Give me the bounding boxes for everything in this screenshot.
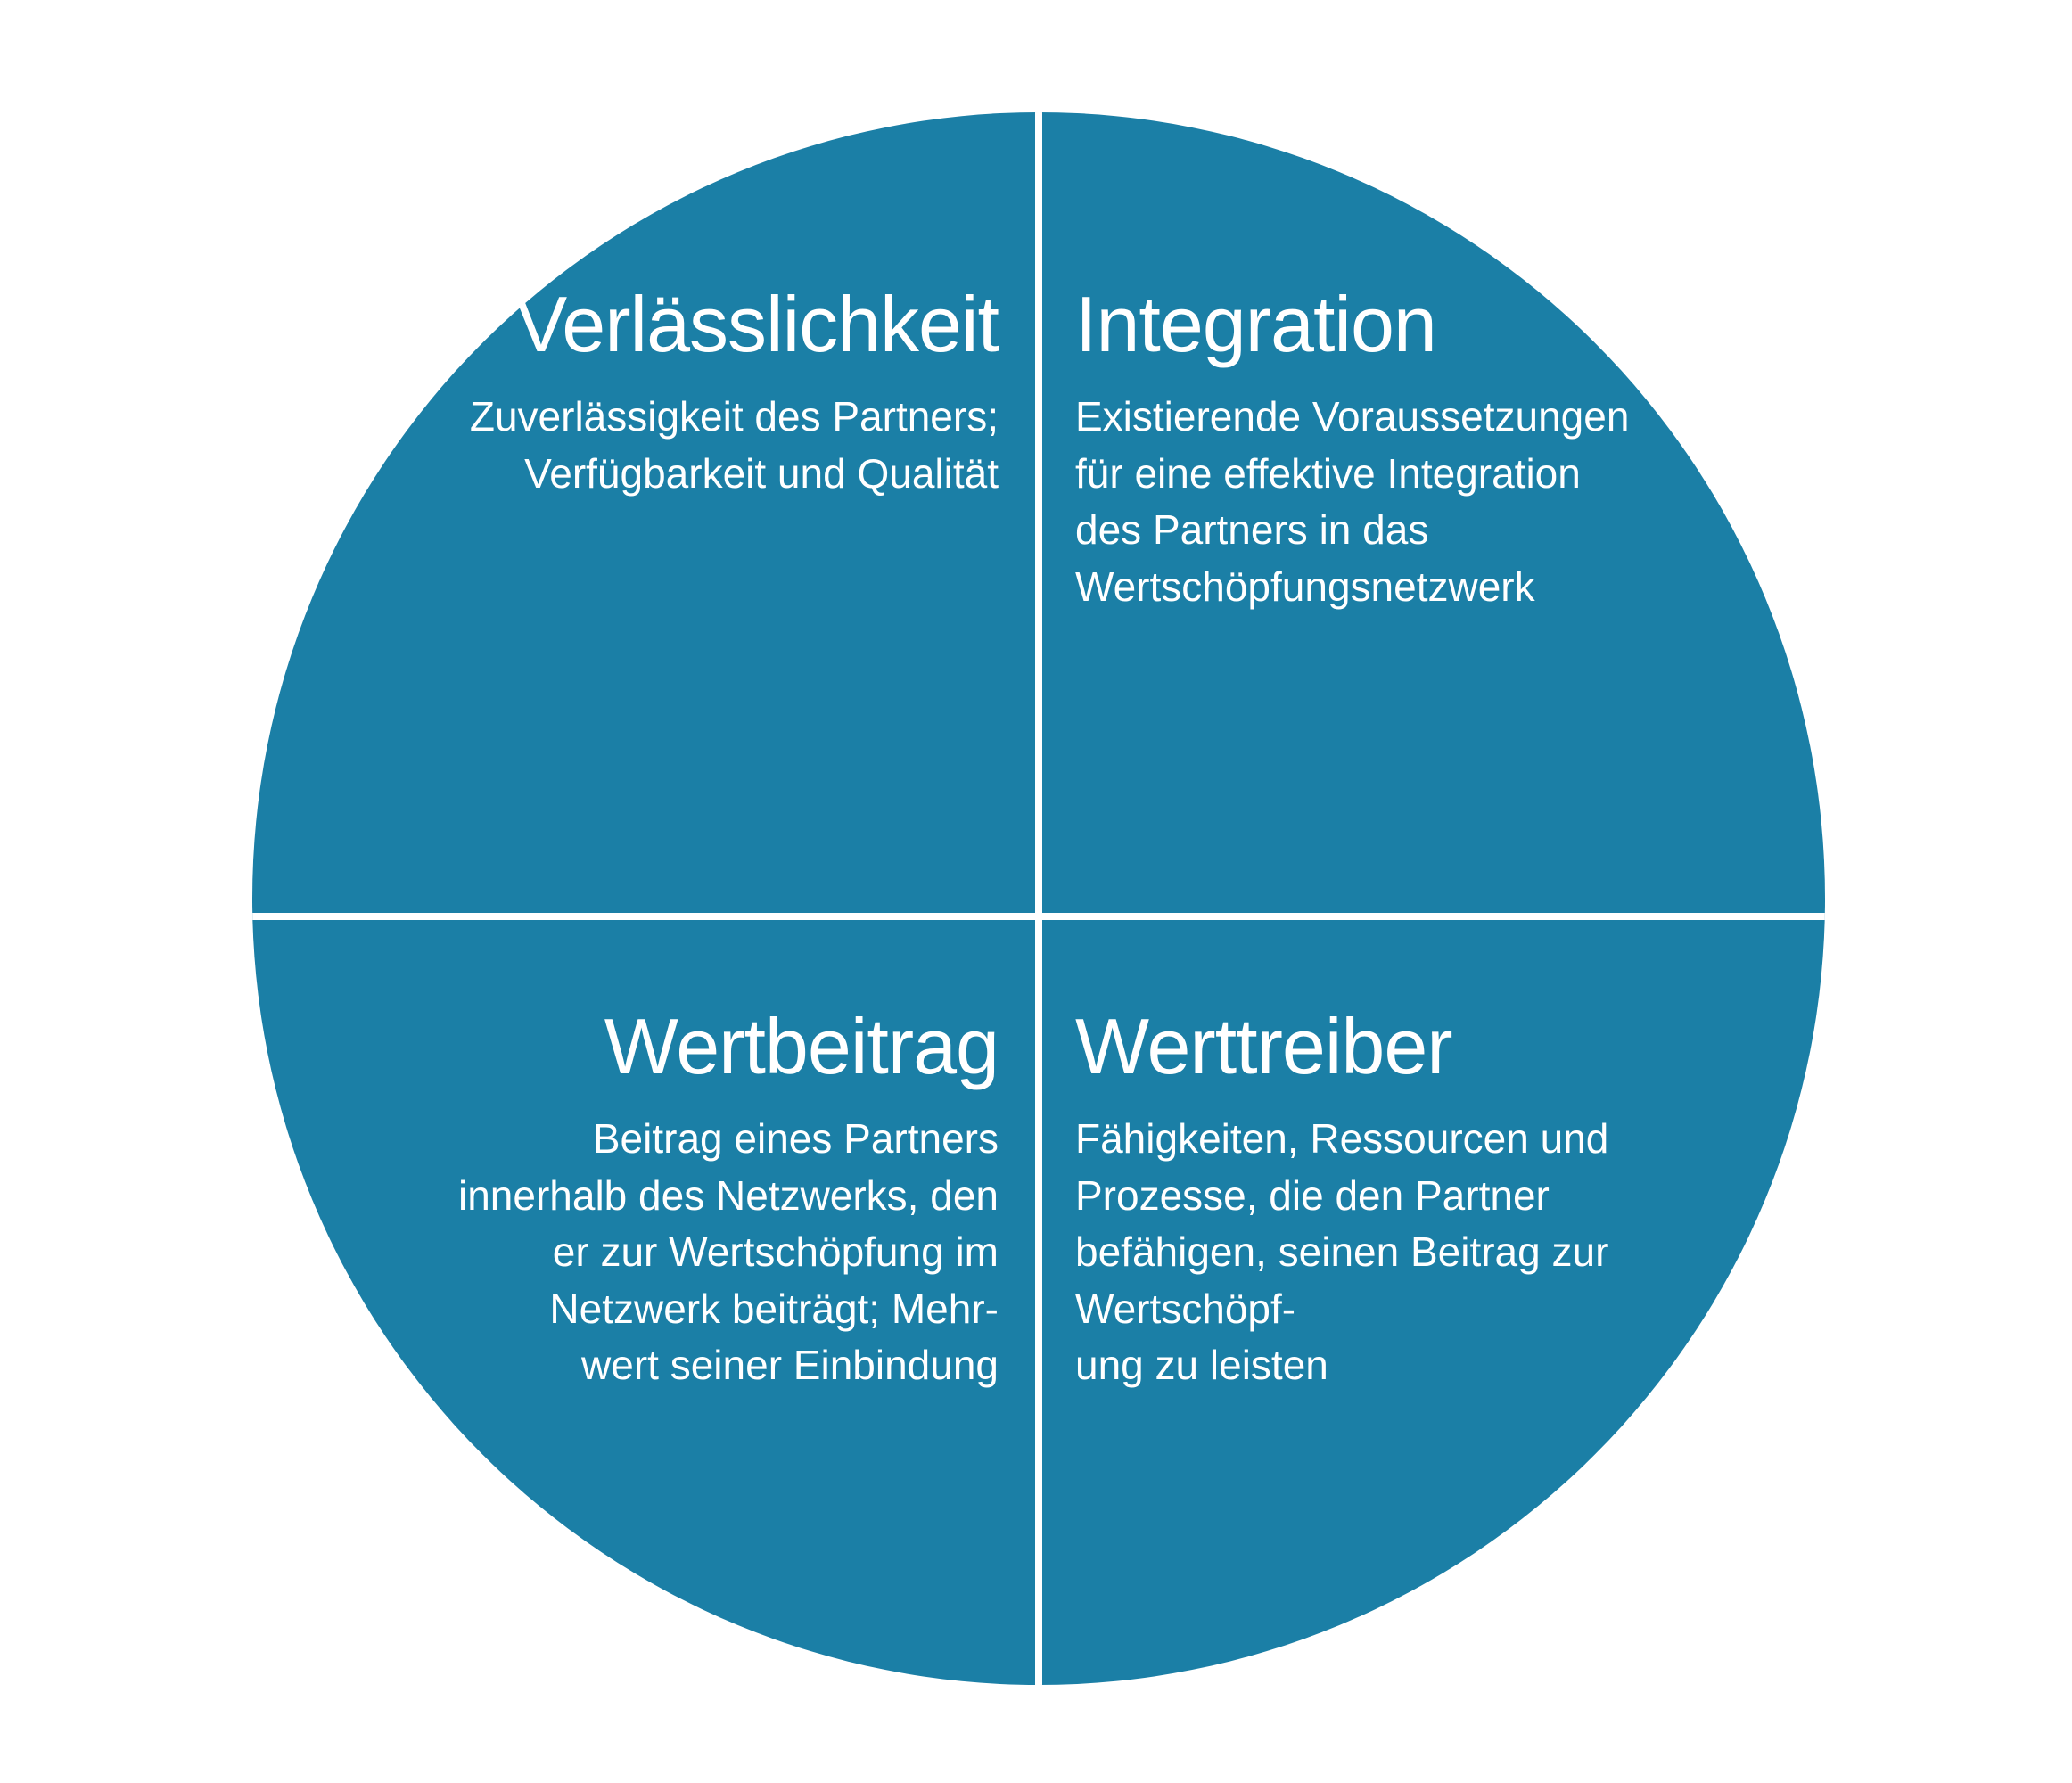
quadrant-title-werttreiber: Werttreiber — [1075, 1002, 1453, 1090]
quadrant-circle — [252, 112, 1825, 1685]
quadrant-description-wertbeitrag: Beitrag eines Partners innerhalb des Net… — [458, 1115, 999, 1389]
vertical-divider — [1035, 112, 1042, 1685]
quadrant-top-left: Verlässlichkeit Zuverlässigkeit des Part… — [303, 283, 999, 502]
quadrant-title-wertbeitrag: Wertbeitrag — [604, 1002, 999, 1090]
quadrant-bottom-right: Werttreiber Fähigkeiten, Ressourcen und … — [1075, 1002, 1806, 1394]
quadrant-description-werttreiber: Fähigkeiten, Ressourcen und Prozesse, di… — [1075, 1115, 1609, 1389]
quadrant-description-integration: Existierende Voraussetzungen für eine ef… — [1075, 393, 1630, 610]
quadrant-title-integration: Integration — [1075, 280, 1437, 368]
quadrant-description-verlaesslichkeit: Zuverlässigkeit des Partners; Verfügbark… — [469, 393, 999, 497]
quadrant-bottom-left: Wertbeitrag Beitrag eines Partners inner… — [267, 1002, 999, 1394]
quadrant-title-verlaesslichkeit: Verlässlichkeit — [514, 280, 999, 368]
horizontal-divider — [252, 913, 1825, 920]
quadrant-top-right: Integration Existierende Voraussetzungen… — [1075, 283, 1788, 615]
